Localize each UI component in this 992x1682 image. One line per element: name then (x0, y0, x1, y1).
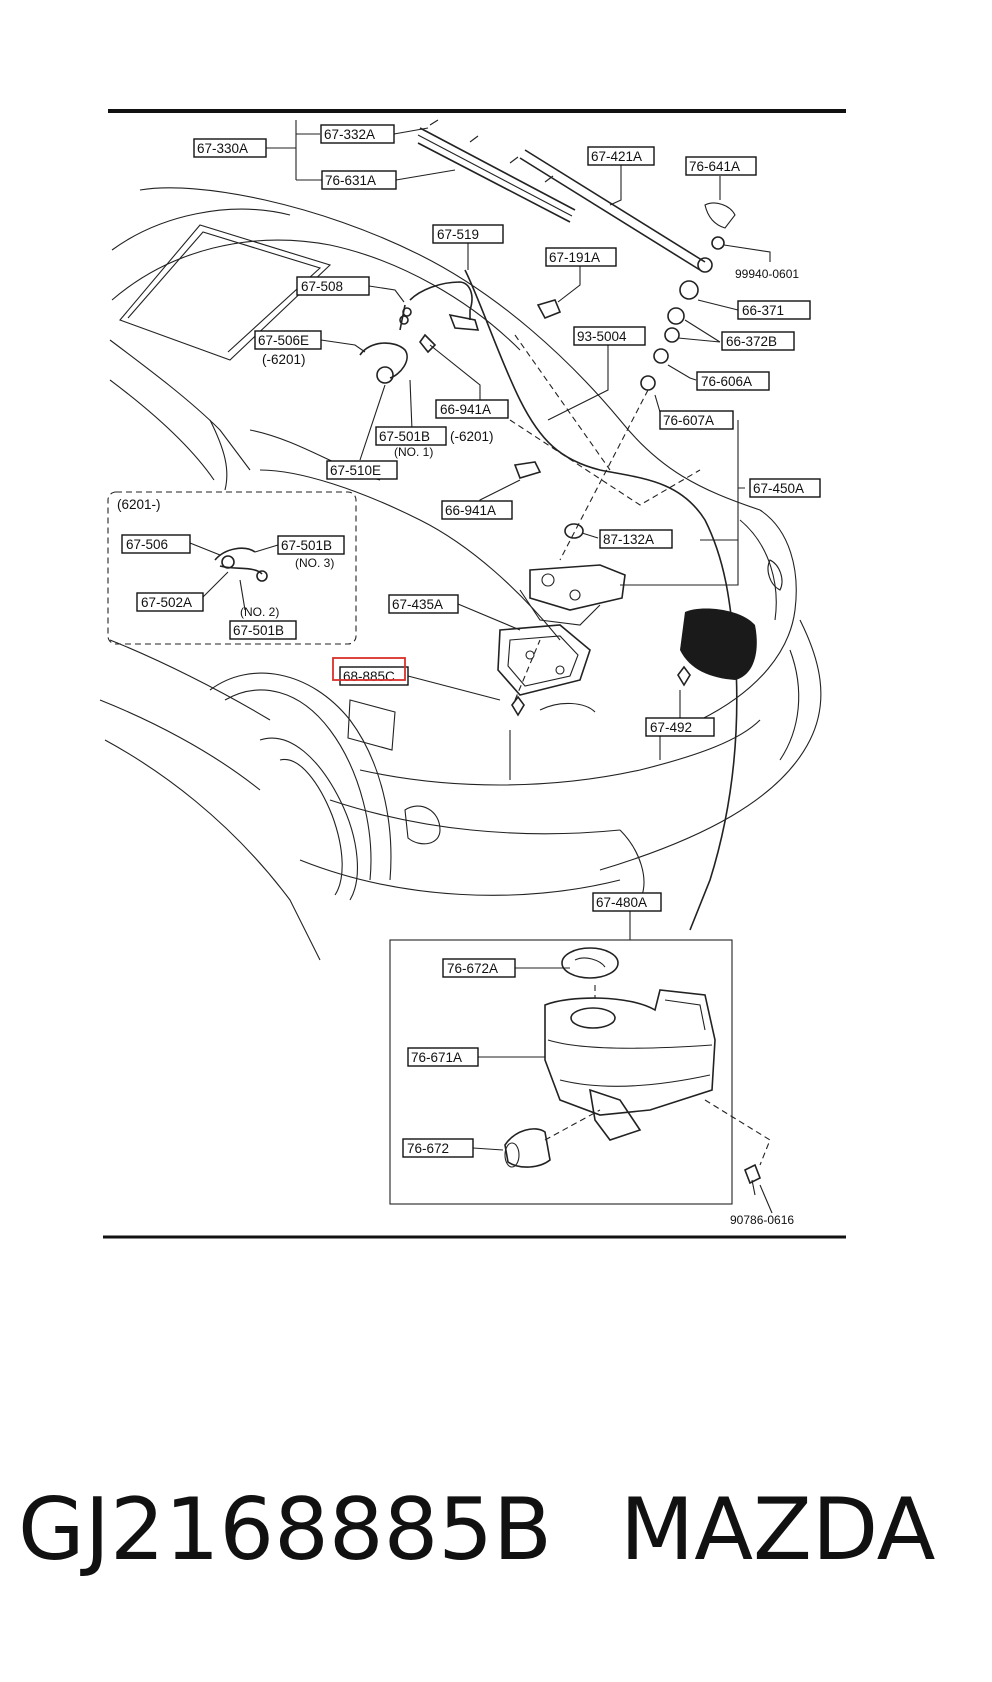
label-inset-6201: (6201-) (117, 497, 161, 512)
label-76-672A: 76-672A (447, 961, 498, 976)
label-67-508: 67-508 (301, 279, 343, 294)
label-66-941A-upper: 66-941A (440, 402, 491, 417)
label-67-506: 67-506 (126, 537, 168, 552)
label-87-132A: 87-132A (603, 532, 654, 547)
label-6201-b: (-6201) (450, 429, 494, 444)
label-no-1: (NO. 1) (394, 445, 433, 459)
label-67-450A: 67-450A (753, 481, 804, 496)
washer-tank (504, 947, 771, 1196)
label-6201-a: (-6201) (262, 352, 306, 367)
label-67-480A: 67-480A (596, 895, 647, 910)
label-99940-0601: 99940-0601 (735, 267, 799, 281)
label-66-372B: 66-372B (726, 334, 777, 349)
label-no-2: (NO. 2) (240, 605, 279, 619)
label-67-492: 67-492 (650, 720, 692, 735)
part-labels: 67-330A 67-332A 76-631A 67-421A 76-641A … (117, 124, 821, 1227)
label-90786-0616: 90786-0616 (730, 1213, 794, 1227)
label-67-330A: 67-330A (197, 141, 248, 156)
part-number-text: GJ2168885B (18, 1480, 553, 1580)
label-66-371: 66-371 (742, 303, 784, 318)
label-67-421A: 67-421A (591, 149, 642, 164)
inset-box (107, 491, 357, 645)
highlight-68-885C (332, 657, 406, 681)
label-67-435A: 67-435A (392, 597, 443, 612)
label-76-641A: 76-641A (689, 159, 740, 174)
label-66-941A-lower: 66-941A (445, 503, 496, 518)
label-67-191A: 67-191A (549, 250, 600, 265)
leader-lines (189, 120, 773, 1214)
label-67-501B-no2: 67-501B (233, 623, 284, 638)
wiper-cover-shaded (680, 608, 757, 680)
label-67-501B-no3: 67-501B (281, 538, 332, 553)
car-body-outline (99, 187, 822, 961)
label-76-631A: 76-631A (325, 173, 376, 188)
label-68-885C: 68-885C (343, 669, 395, 684)
label-67-332A: 67-332A (324, 127, 375, 142)
label-76-672: 76-672 (407, 1141, 449, 1156)
label-67-501B: 67-501B (379, 429, 430, 444)
label-76-606A: 76-606A (701, 374, 752, 389)
label-93-5004: 93-5004 (577, 329, 627, 344)
label-67-510E: 67-510E (330, 463, 381, 478)
label-76-607A: 76-607A (663, 413, 714, 428)
label-67-502A: 67-502A (141, 595, 192, 610)
tank-box (389, 939, 733, 1205)
brand-text: MAZDA (620, 1480, 936, 1580)
label-no-3: (NO. 3) (295, 556, 334, 570)
product-caption: GJ2168885B MAZDA (0, 1480, 992, 1590)
wiper-assembly (417, 119, 736, 391)
label-67-506E: 67-506E (258, 333, 309, 348)
label-76-671A: 76-671A (411, 1050, 462, 1065)
wiper-motor (497, 523, 691, 717)
label-67-519: 67-519 (437, 227, 479, 242)
inset-hoses (214, 547, 268, 611)
